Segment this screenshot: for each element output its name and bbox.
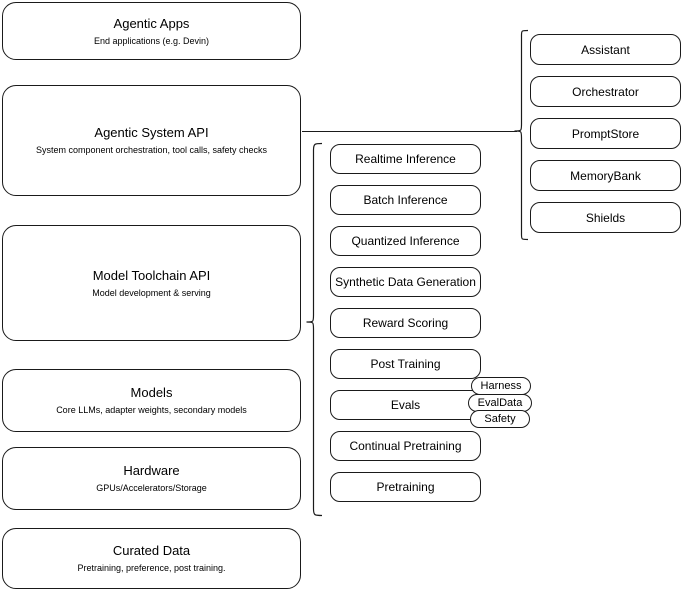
- capability-quantized-inference[interactable]: Quantized Inference: [330, 226, 481, 256]
- evals-subcomponent-safety[interactable]: Safety: [470, 410, 530, 428]
- system-component-promptstore[interactable]: PromptStore: [530, 118, 681, 149]
- toolchain-brace: [306, 142, 323, 517]
- stack-layer-subtitle: Pretraining, preference, post training.: [77, 563, 226, 573]
- stack-layer-subtitle: System component orchestration, tool cal…: [35, 145, 268, 155]
- system-component-memorybank[interactable]: MemoryBank: [530, 160, 681, 191]
- stack-layer-subtitle: Core LLMs, adapter weights, secondary mo…: [56, 405, 247, 415]
- stack-layer-subtitle: GPUs/Accelerators/Storage: [96, 483, 207, 493]
- evals-subcomponent-harness[interactable]: Harness: [471, 377, 531, 395]
- capability-post-training[interactable]: Post Training: [330, 349, 481, 379]
- system-component-orchestrator[interactable]: Orchestrator: [530, 76, 681, 107]
- stack-layer-title: Curated Data: [112, 543, 191, 558]
- system-component-shields[interactable]: Shields: [530, 202, 681, 233]
- stack-layer-subtitle: Model development & serving: [92, 287, 211, 298]
- stack-layer-title: Agentic System API: [94, 125, 209, 140]
- stack-layer-title: Agentic Apps: [113, 15, 190, 31]
- capability-continual-pretraining[interactable]: Continual Pretraining: [330, 431, 481, 461]
- capability-realtime-inference[interactable]: Realtime Inference: [330, 144, 481, 174]
- stack-layer-title: Hardware: [123, 463, 180, 478]
- capability-evals[interactable]: Evals: [330, 390, 481, 420]
- stack-layer-title: Models: [130, 385, 173, 400]
- agentic-system-api-connector: [302, 131, 517, 132]
- system-component-assistant[interactable]: Assistant: [530, 34, 681, 65]
- capability-pretraining[interactable]: Pretraining: [330, 472, 481, 502]
- capability-synthetic-data-generation[interactable]: Synthetic Data Generation: [330, 267, 481, 297]
- capability-reward-scoring[interactable]: Reward Scoring: [330, 308, 481, 338]
- capability-batch-inference[interactable]: Batch Inference: [330, 185, 481, 215]
- stack-layer-title: Model Toolchain API: [92, 267, 211, 283]
- stack-layer-subtitle: End applications (e.g. Devin): [93, 35, 210, 46]
- system-components-brace: [514, 29, 529, 241]
- stack-layer-agentic-system-api[interactable]: Agentic System API System component orche…: [2, 85, 301, 196]
- stack-layer-model-toolchain-api[interactable]: Model Toolchain API Model development & s…: [2, 225, 301, 341]
